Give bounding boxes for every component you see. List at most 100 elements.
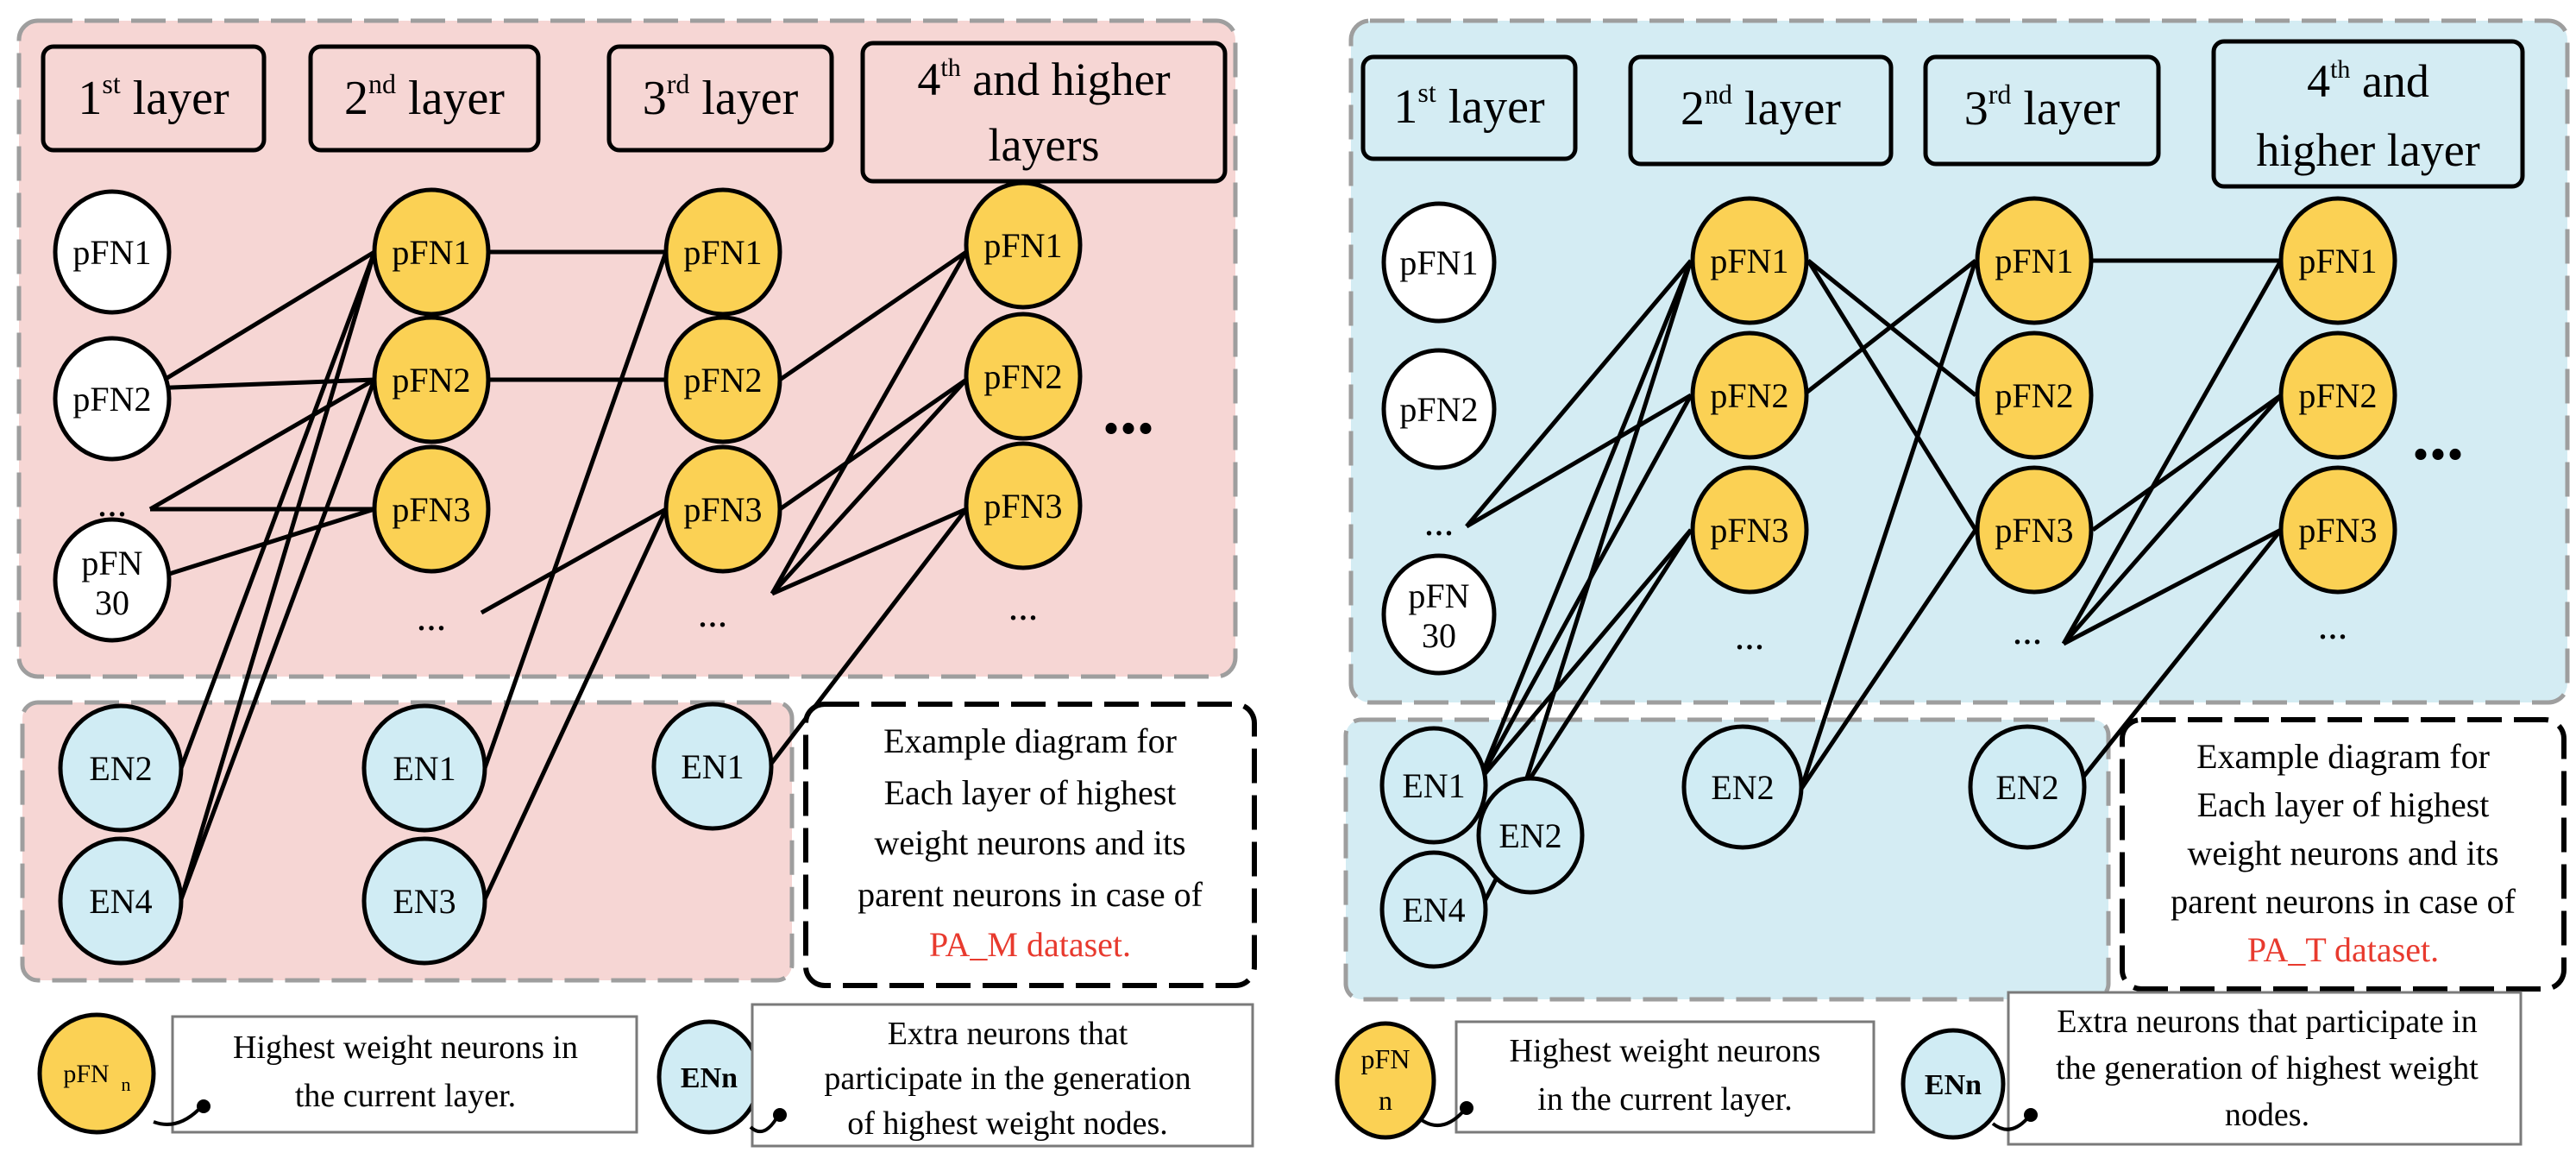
svg-text:pFN2: pFN2 bbox=[1710, 376, 1788, 415]
right-en2-col3: EN2 bbox=[1968, 724, 2087, 850]
svg-text:EN4: EN4 bbox=[89, 882, 152, 921]
right-l4-ellipsis: ... bbox=[2318, 603, 2348, 647]
svg-text:pFN1: pFN1 bbox=[392, 233, 470, 272]
left-l2-node-pfn1: pFN1 bbox=[372, 187, 491, 317]
svg-text:pFN3: pFN3 bbox=[983, 487, 1062, 526]
svg-text:4th and: 4th and bbox=[2307, 55, 2429, 107]
svg-text:in the current layer.: in the current layer. bbox=[1537, 1081, 1792, 1118]
svg-text:pFN1: pFN1 bbox=[1399, 243, 1478, 282]
right-caption: Example diagram for Each layer of highes… bbox=[2120, 717, 2567, 992]
svg-text:nodes.: nodes. bbox=[2225, 1097, 2309, 1133]
left-l2-ellipsis: ... bbox=[417, 595, 447, 639]
left-l3-node-pfn3: pFN3 bbox=[663, 444, 782, 574]
svg-text:EN1: EN1 bbox=[681, 747, 744, 786]
right-l2-ellipsis: ... bbox=[1735, 614, 1765, 658]
right-header-1: 1st layer bbox=[1360, 54, 1578, 161]
svg-text:pFN3: pFN3 bbox=[392, 490, 470, 529]
left-l4-ellipsis: ... bbox=[1008, 584, 1039, 628]
svg-text:Highest weight neurons in: Highest weight neurons in bbox=[233, 1030, 578, 1066]
left-l3-ellipsis: ... bbox=[698, 591, 728, 635]
svg-text:pFN2: pFN2 bbox=[392, 361, 470, 400]
right-layer2: pFN1 pFN2 pFN3 ... bbox=[1690, 196, 1809, 658]
svg-text:30: 30 bbox=[1422, 616, 1456, 655]
right-en1-col1: EN1 bbox=[1379, 726, 1488, 845]
svg-text:weight neurons and its: weight neurons and its bbox=[2187, 834, 2498, 872]
right-l2-node-pfn1: pFN1 bbox=[1690, 196, 1809, 325]
right-layer4: pFN1 pFN2 pFN3 ... ... bbox=[2278, 196, 2464, 647]
svg-text:4th and higher: 4th and higher bbox=[917, 54, 1170, 105]
left-layer1: pFN1 pFN2 ... pFN 30 bbox=[53, 189, 172, 643]
svg-text:pFN3: pFN3 bbox=[1710, 511, 1788, 550]
svg-text:pFN1: pFN1 bbox=[72, 233, 151, 272]
svg-text:pFN2: pFN2 bbox=[1399, 390, 1478, 429]
svg-text:3rd layer: 3rd layer bbox=[1964, 79, 2120, 135]
svg-text:pFN1: pFN1 bbox=[2298, 242, 2377, 280]
right-l2-node-pfn3: pFN3 bbox=[1690, 465, 1809, 595]
svg-text:pFN1: pFN1 bbox=[1710, 242, 1788, 280]
svg-text:the generation of highest weig: the generation of highest weight bbox=[2056, 1050, 2479, 1086]
svg-text:2nd layer: 2nd layer bbox=[344, 68, 505, 125]
svg-text:1st layer: 1st layer bbox=[1393, 77, 1545, 134]
svg-text:1st layer: 1st layer bbox=[78, 68, 229, 125]
right-header-4: 4th and higher layer bbox=[2211, 39, 2525, 189]
svg-text:pFN2: pFN2 bbox=[72, 380, 151, 419]
svg-text:n: n bbox=[1379, 1085, 1392, 1116]
svg-text:EN1: EN1 bbox=[1402, 766, 1465, 805]
svg-text:Example diagram for: Example diagram for bbox=[883, 721, 1177, 760]
svg-text:PA_T dataset.: PA_T dataset. bbox=[2247, 930, 2439, 969]
svg-text:ENn: ENn bbox=[681, 1062, 738, 1094]
svg-text:EN2: EN2 bbox=[89, 749, 152, 788]
left-l2-node-pfn3: pFN3 bbox=[372, 444, 491, 574]
right-panel: 1st layer 2nd layer 3rd layer 4th and hi… bbox=[1335, 18, 2570, 1146]
left-layer3: pFN1 pFN2 pFN3 ... bbox=[663, 187, 782, 635]
right-en4-col1: EN4 bbox=[1379, 850, 1488, 969]
right-edges bbox=[1465, 258, 2284, 908]
svg-text:pFN1: pFN1 bbox=[983, 226, 1062, 265]
right-l1-node-pfn30: pFN 30 bbox=[1381, 553, 1497, 676]
svg-text:Highest weight neurons: Highest weight neurons bbox=[1510, 1033, 1821, 1069]
left-l3-node-pfn2: pFN2 bbox=[663, 315, 782, 444]
right-l4-node-pfn1: pFN1 bbox=[2278, 196, 2397, 325]
svg-text:pFN3: pFN3 bbox=[1995, 511, 2073, 550]
svg-text:Example diagram for: Example diagram for bbox=[2196, 737, 2490, 776]
left-l2-node-pfn2: pFN2 bbox=[372, 315, 491, 444]
svg-text:pFN2: pFN2 bbox=[683, 361, 762, 400]
svg-text:30: 30 bbox=[95, 583, 129, 622]
left-l1-node-pfn30: pFN 30 bbox=[53, 517, 172, 643]
left-edges bbox=[148, 249, 969, 901]
svg-text:Each layer of highest: Each layer of highest bbox=[884, 773, 1177, 812]
right-layer1: pFN1 pFN2 ... pFN 30 bbox=[1381, 201, 1497, 676]
left-en3-col2: EN3 bbox=[361, 836, 487, 966]
right-more-layers: ... bbox=[2412, 399, 2464, 475]
left-en1-col3: EN1 bbox=[651, 702, 774, 831]
svg-text:EN3: EN3 bbox=[393, 882, 456, 921]
svg-text:pFN: pFN bbox=[63, 1060, 109, 1088]
left-l4-node-pfn3: pFN3 bbox=[964, 441, 1083, 570]
left-en1-col2: EN1 bbox=[361, 703, 487, 833]
left-l4-node-pfn1: pFN1 bbox=[964, 180, 1083, 310]
right-l2-node-pfn2: pFN2 bbox=[1690, 331, 1809, 460]
svg-text:pFN: pFN bbox=[1408, 576, 1469, 615]
svg-text:EN2: EN2 bbox=[1711, 768, 1774, 807]
svg-text:parent neurons in case of: parent neurons in case of bbox=[858, 875, 1203, 914]
svg-text:pFN: pFN bbox=[81, 544, 142, 582]
right-l4-node-pfn3: pFN3 bbox=[2278, 465, 2397, 595]
left-header-2: 2nd layer bbox=[308, 44, 541, 153]
svg-text:pFN1: pFN1 bbox=[1995, 242, 2073, 280]
svg-text:EN1: EN1 bbox=[393, 749, 456, 788]
svg-text:2nd layer: 2nd layer bbox=[1681, 79, 1841, 135]
left-layer2: pFN1 pFN2 pFN3 ... bbox=[372, 187, 491, 639]
svg-text:the current layer.: the current layer. bbox=[295, 1078, 516, 1114]
svg-text:EN4: EN4 bbox=[1402, 891, 1465, 929]
left-l3-node-pfn1: pFN1 bbox=[663, 187, 782, 317]
right-en2-col1: EN2 bbox=[1476, 776, 1585, 895]
svg-text:pFN1: pFN1 bbox=[683, 233, 762, 272]
left-en4-col1: EN4 bbox=[58, 836, 184, 966]
right-l3-ellipsis: ... bbox=[2013, 608, 2043, 652]
right-l1-ellipsis: ... bbox=[1424, 500, 1454, 544]
svg-text:pFN3: pFN3 bbox=[2298, 511, 2377, 550]
left-l1-node-pfn2: pFN2 bbox=[53, 336, 172, 462]
svg-text:3rd layer: 3rd layer bbox=[643, 68, 799, 125]
